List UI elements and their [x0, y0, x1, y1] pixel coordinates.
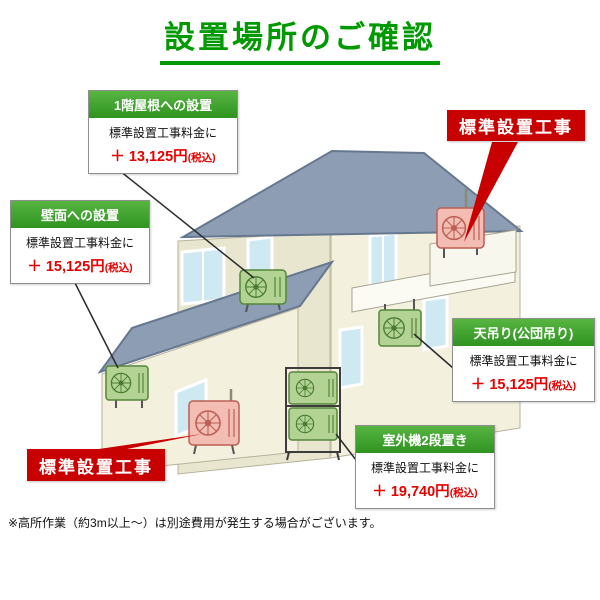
ac-unit-ground: [188, 389, 240, 455]
ac-unit-ceiling-hung: [378, 299, 422, 347]
red-arrow-standard-bottom: [92, 434, 202, 450]
standard-install-label-bottom: 標準設置工事: [27, 449, 165, 481]
page-title: 設置場所のご確認: [160, 12, 440, 65]
connector-two-tier: [335, 433, 357, 461]
callout-two-tier: 室外機2段置き 標準設置工事料金に ＋ 19,740円(税込): [355, 425, 495, 509]
fee-price: ＋ 19,740円(税込): [372, 484, 478, 500]
window: [422, 295, 449, 352]
connector-roof-1f: [119, 170, 255, 279]
title-area: 設置場所のご確認: [0, 12, 600, 65]
window: [338, 325, 364, 390]
callout-roof-1f: 1階屋根への設置 標準設置工事料金に ＋ 13,125円(税込): [88, 90, 238, 174]
callout-two-tier-heading: 室外機2段置き: [356, 426, 494, 453]
callout-ceiling-hung: 天吊り(公団吊り) 標準設置工事料金に ＋ 15,125円(税込): [452, 318, 595, 402]
connector-wall: [73, 280, 119, 369]
red-arrow-standard-top: [464, 142, 518, 242]
fee-price: ＋ 15,125円(税込): [470, 377, 577, 393]
connector-ceiling: [413, 333, 454, 369]
connectors: [73, 142, 518, 461]
callout-roof-1f-body: 標準設置工事料金に ＋ 13,125円(税込): [89, 118, 237, 173]
fee-label: 標準設置工事料金に: [25, 236, 134, 250]
window: [180, 246, 226, 306]
fee-label: 標準設置工事料金に: [370, 461, 479, 475]
ac-unit-two-tier-stack: [285, 367, 341, 461]
callout-roof-1f-heading: 1階屋根への設置: [89, 91, 237, 118]
ac-unit-wall: [105, 365, 149, 408]
standard-install-label-top: 標準設置工事: [447, 110, 585, 141]
ac-unit-roof-1f: [239, 269, 287, 313]
fee-price: ＋ 15,125円(税込): [27, 259, 133, 275]
fee-label: 標準設置工事料金に: [469, 354, 578, 368]
callout-wall-heading: 壁面への設置: [11, 201, 149, 228]
callout-wall-body: 標準設置工事料金に ＋ 15,125円(税込): [11, 228, 149, 283]
callout-ceiling-body: 標準設置工事料金に ＋ 15,125円(税込): [453, 346, 594, 401]
callout-wall: 壁面への設置 標準設置工事料金に ＋ 15,125円(税込): [10, 200, 150, 284]
fee-label: 標準設置工事料金に: [108, 126, 217, 140]
callout-two-tier-body: 標準設置工事料金に ＋ 19,740円(税込): [356, 453, 494, 508]
fee-price: ＋ 13,125円(税込): [110, 149, 216, 165]
callout-ceiling-heading: 天吊り(公団吊り): [453, 319, 594, 346]
footnote: ※高所作業（約3m以上～）は別途費用が発生する場合がございます。: [8, 516, 382, 530]
